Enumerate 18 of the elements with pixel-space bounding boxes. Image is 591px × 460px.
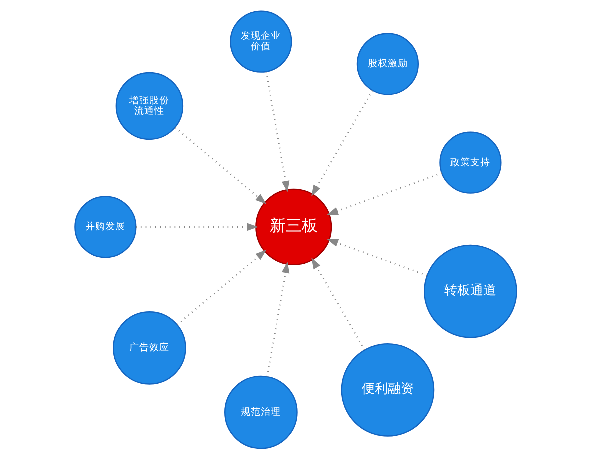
node-circle: 广告效应 [112,311,186,385]
arrow [174,127,266,204]
node-circle: 便利融资 [340,343,434,437]
arrow [326,172,442,216]
node-circle: 规范治理 [224,376,298,450]
arrow [265,72,290,192]
arrow [311,90,373,197]
node-circle: 转板通道 [424,244,517,338]
node-circle: 股权激励 [356,33,419,96]
arrow [176,250,266,326]
node-circle: 政策支持 [439,132,502,194]
arrow [136,223,258,232]
node-circle: 发现企业价值 [230,10,292,73]
arrow [311,258,366,350]
arrow [266,262,290,377]
node-circle: 并购发展 [74,196,136,258]
node-circle: 增强股份流通性 [115,72,184,140]
arrow [326,239,427,276]
